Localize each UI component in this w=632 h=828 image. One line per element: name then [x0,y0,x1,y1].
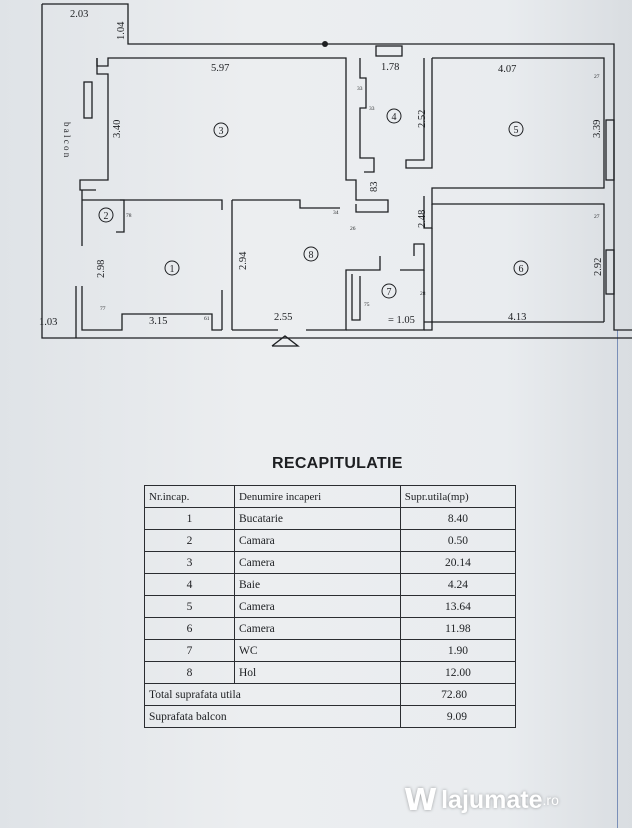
room-number-1: 1 [170,264,175,275]
dim-small: 78 [126,213,132,219]
cell-name: Camara [233,529,401,552]
dim-corridor: 83 [369,182,380,193]
dim-room1-height-right: 2.94 [238,251,249,270]
cell-name: Camera [233,617,401,640]
cell-area: 12.00 [399,661,517,684]
room-number-7: 7 [387,287,392,298]
cell-area: 11.98 [399,617,517,640]
dim-small: 33 [357,86,363,92]
dim-top-left-width: 2.03 [70,9,88,20]
cell-nr: 6 [144,617,235,640]
cell-area: 0.50 [399,529,517,552]
room-number-4: 4 [392,112,397,123]
cell-area: 20.14 [399,551,517,574]
cell-nr: 7 [144,639,235,662]
dim-small: 34 [333,210,339,216]
watermark-logo: 𝗪 lajumate.ro [404,778,559,822]
dim-wc-width: = 1.05 [388,315,415,326]
recap-table: Nr.incap. Denumire incaperi Supr.utila(m… [144,485,517,728]
cell-name: Camera [233,551,401,574]
dim-room3-width: 5.97 [211,63,229,74]
watermark-tld: .ro [542,792,559,808]
table-header-row: Nr.incap. Denumire incaperi Supr.utila(m… [144,485,517,508]
dim-bottom-left: 1.03 [39,317,57,328]
cell-name: Camera [233,595,401,618]
dim-hall-width: 2.55 [274,312,292,323]
cell-area: 4.24 [399,573,517,596]
header-name: Denumire incaperi [233,485,401,508]
room-number-5: 5 [514,125,519,136]
header-area: Supr.utila(mp) [399,485,517,508]
dim-room6-height: 2.92 [593,258,604,276]
cell-nr: 4 [144,573,235,596]
dim-small: 33 [369,106,375,112]
dim-room4-height: 2.52 [417,110,428,128]
recap-title: RECAPITULATIE [272,455,403,472]
margin-line [617,330,618,828]
total-label: Total suprafata utila [144,683,401,706]
balcony-area-value: 9.09 [399,705,517,728]
cell-nr: 3 [144,551,235,574]
cell-nr: 8 [144,661,235,684]
header-nr: Nr.incap. [144,485,235,508]
dim-small: 77 [100,306,106,312]
balcony-area-label: Suprafata balcon [144,705,401,728]
floor-plan: 1 2 3 4 5 6 7 8 2.03 1.04 5.97 3.40 1.78… [39,3,632,347]
dim-room5-height: 3.39 [592,120,603,138]
balcony-row: Suprafata balcon 9.09 [144,705,517,728]
room-number-2: 2 [104,211,109,222]
cell-nr: 2 [144,529,235,552]
dim-room3-height: 3.40 [112,120,123,138]
cell-name: Bucatarie [233,507,401,530]
dim-room6-upper: 2.48 [417,210,428,228]
cell-nr: 5 [144,595,235,618]
dim-small: 27 [594,74,600,80]
dim-small: 26 [350,226,356,232]
cell-area: 13.64 [399,595,517,618]
dim-small: 28 [420,291,426,297]
room-number-8: 8 [309,250,314,261]
total-value: 72.80 [399,683,517,706]
dim-room1-height: 2.98 [96,260,107,278]
cell-nr: 1 [144,507,235,530]
balcony-label: b a l c o n [62,122,72,158]
dim-window-top: 1.78 [381,62,399,73]
dim-small: 27 [594,214,600,220]
dim-small: 75 [364,302,370,308]
cell-area: 8.40 [399,507,517,530]
dim-room6-width: 4.13 [508,312,526,323]
dim-small: 61 [204,316,210,322]
room-number-3: 3 [219,126,224,137]
cell-name: WC [233,639,401,662]
cell-name: Baie [233,573,401,596]
cell-area: 1.90 [399,639,517,662]
lajumate-w-icon: 𝗪 [404,783,438,817]
cell-name: Hol [233,661,401,684]
dim-top-left-height: 1.04 [116,21,127,40]
room-number-6: 6 [519,264,524,275]
dim-room1-width: 3.15 [149,316,167,327]
dim-room5-width: 4.07 [498,64,516,75]
total-row: Total suprafata utila 72.80 [144,683,517,706]
watermark-brand: lajumate [441,785,543,814]
